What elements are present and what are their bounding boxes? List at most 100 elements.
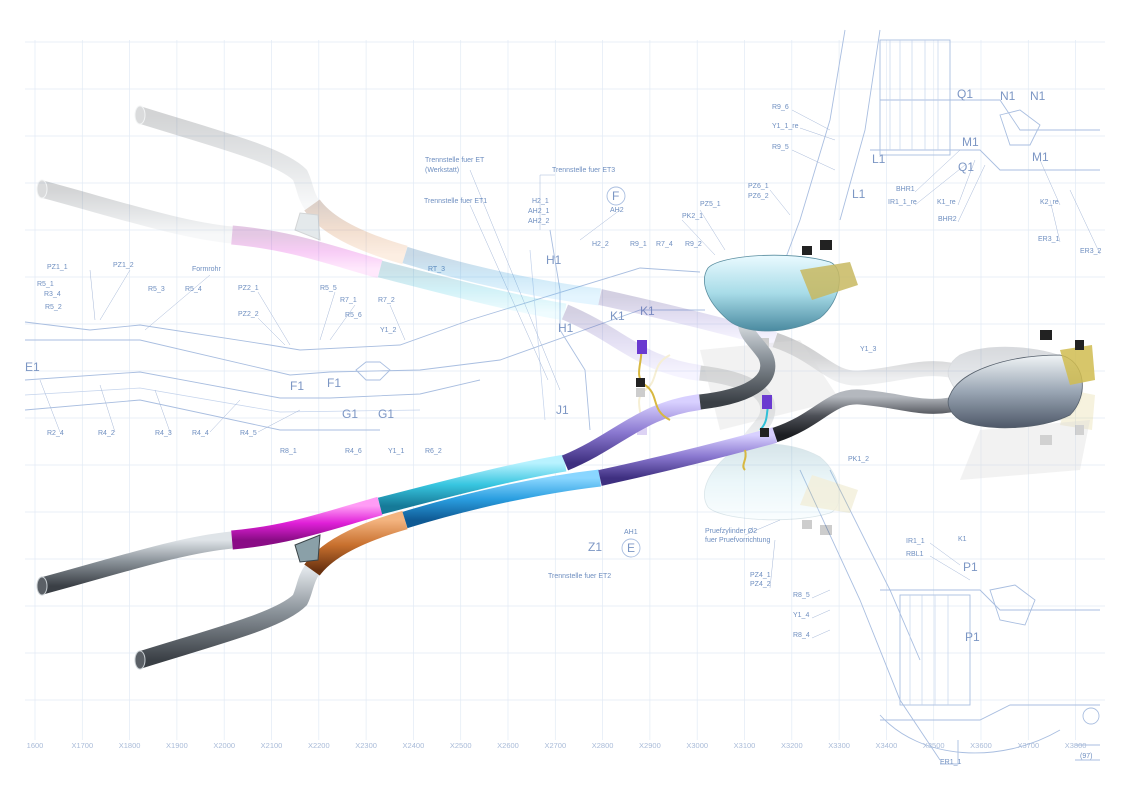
label: Trennstelle fuer ET3	[552, 167, 615, 174]
upper-pipe-line	[39, 319, 776, 595]
label: PZ2_2	[238, 311, 259, 318]
label: IR1_1	[906, 538, 925, 545]
label: H2_1	[532, 198, 549, 205]
label: R8_1	[280, 448, 297, 455]
tailpipe-outlet	[134, 650, 146, 670]
label: R7_4	[656, 241, 673, 248]
label: Y1_1_re	[772, 123, 799, 130]
label: BHR2	[938, 216, 957, 223]
label: Y1_2	[380, 327, 396, 334]
label: G1	[342, 407, 358, 421]
label: R6_2	[425, 448, 442, 455]
label: R7_2	[378, 297, 395, 304]
axis-tick-label: X2200	[308, 741, 330, 750]
label: Y1_1	[388, 448, 404, 455]
label: M1	[962, 135, 979, 149]
label: R3_4	[44, 291, 61, 298]
label: R9_5	[772, 144, 789, 151]
label: Formrohr	[192, 266, 221, 273]
pipe-segment-dark	[772, 389, 952, 443]
axis-tick-label: X3600	[970, 741, 992, 750]
label: K1	[958, 536, 967, 543]
label: AH2	[610, 207, 624, 214]
axis-tick-label: X1800	[119, 741, 141, 750]
axis-tick-label: X2600	[497, 741, 519, 750]
label: Trennstelle fuer ET	[425, 157, 485, 164]
pipe-segment-purple	[598, 427, 778, 486]
axis-tick-label: X2700	[544, 741, 566, 750]
label: fuer Pruefvorrichtung	[705, 537, 770, 544]
label: R5_1	[37, 281, 54, 288]
front-muffler-left	[704, 240, 858, 332]
axis-tick-label: X1900	[166, 741, 188, 750]
label: Y1_4	[793, 612, 809, 619]
drawing-grid	[25, 40, 1105, 740]
axis-tick-label: X3800	[1065, 741, 1087, 750]
label: R5_4	[185, 286, 202, 293]
label: RBL1	[906, 551, 924, 558]
label: PZ5_1	[700, 201, 721, 208]
sensor-wires	[294, 340, 772, 563]
label: M1	[1032, 150, 1049, 164]
label: PK1_2	[848, 456, 869, 463]
axis-tick-label: X1700	[71, 741, 93, 750]
axis-tick-label: X3100	[734, 741, 756, 750]
label: Trennstelle fuer ET2	[548, 573, 611, 580]
label: Y1_3	[860, 346, 876, 353]
label: R9_6	[772, 104, 789, 111]
lower-pipe-line	[137, 389, 952, 669]
axis-tick-label: X3400	[876, 741, 898, 750]
label: G1	[378, 407, 394, 421]
label: F	[612, 189, 619, 203]
axis-tick-label: X2100	[261, 741, 283, 750]
axis-tick-label: X3300	[828, 741, 850, 750]
label: R9_2	[685, 241, 702, 248]
axis-tick-label: X3700	[1017, 741, 1039, 750]
label: R4_3	[155, 430, 172, 437]
axis-tick-label: X2400	[403, 741, 425, 750]
label: R5_2	[45, 304, 62, 311]
label: N1	[1000, 89, 1016, 103]
label: PZ6_1	[748, 183, 769, 190]
axis-tick-label: X2500	[450, 741, 472, 750]
label: (Werkstatt)	[425, 167, 459, 174]
label: AH2_1	[528, 208, 550, 215]
annotation-labels: Trennstelle fuer ET (Werkstatt) Trennste…	[25, 87, 1102, 766]
label: J1	[556, 403, 569, 417]
label: AH2_2	[528, 218, 550, 225]
label: K1	[610, 309, 625, 323]
label: R8_4	[793, 632, 810, 639]
label: (97)	[1080, 753, 1092, 760]
floor-shadow	[700, 340, 1090, 480]
label: R5_3	[148, 286, 165, 293]
label: P1	[965, 630, 980, 644]
label: H1	[558, 321, 574, 335]
label: R4_2	[98, 430, 115, 437]
front-muffler-right	[947, 330, 1095, 429]
label: Q1	[958, 160, 974, 174]
axis-tick-label: X2800	[592, 741, 614, 750]
label: P1	[963, 560, 978, 574]
label: AH1	[624, 529, 638, 536]
label: PZ6_2	[748, 193, 769, 200]
label: ER3_1	[1038, 236, 1060, 243]
label: PZ2_1	[238, 285, 259, 292]
axis-tick-label: 1600	[27, 741, 44, 750]
label: Z1	[588, 540, 602, 554]
label: Q1	[957, 87, 973, 101]
label: PK2_1	[682, 213, 703, 220]
label: R4_5	[240, 430, 257, 437]
label: R4_4	[192, 430, 209, 437]
pipe-segment-cyan	[377, 454, 567, 515]
pipe-segment-magenta	[231, 496, 383, 550]
label: R7_1	[340, 297, 357, 304]
label: ER1_1	[940, 759, 962, 766]
label: PZ1_1	[47, 264, 68, 271]
pipe-segment-orange	[304, 510, 408, 576]
axis-tick-label: X2900	[639, 741, 661, 750]
label: R4_6	[345, 448, 362, 455]
label: R2_4	[47, 430, 64, 437]
label: R5_6	[345, 312, 362, 319]
label: L1	[872, 152, 886, 166]
